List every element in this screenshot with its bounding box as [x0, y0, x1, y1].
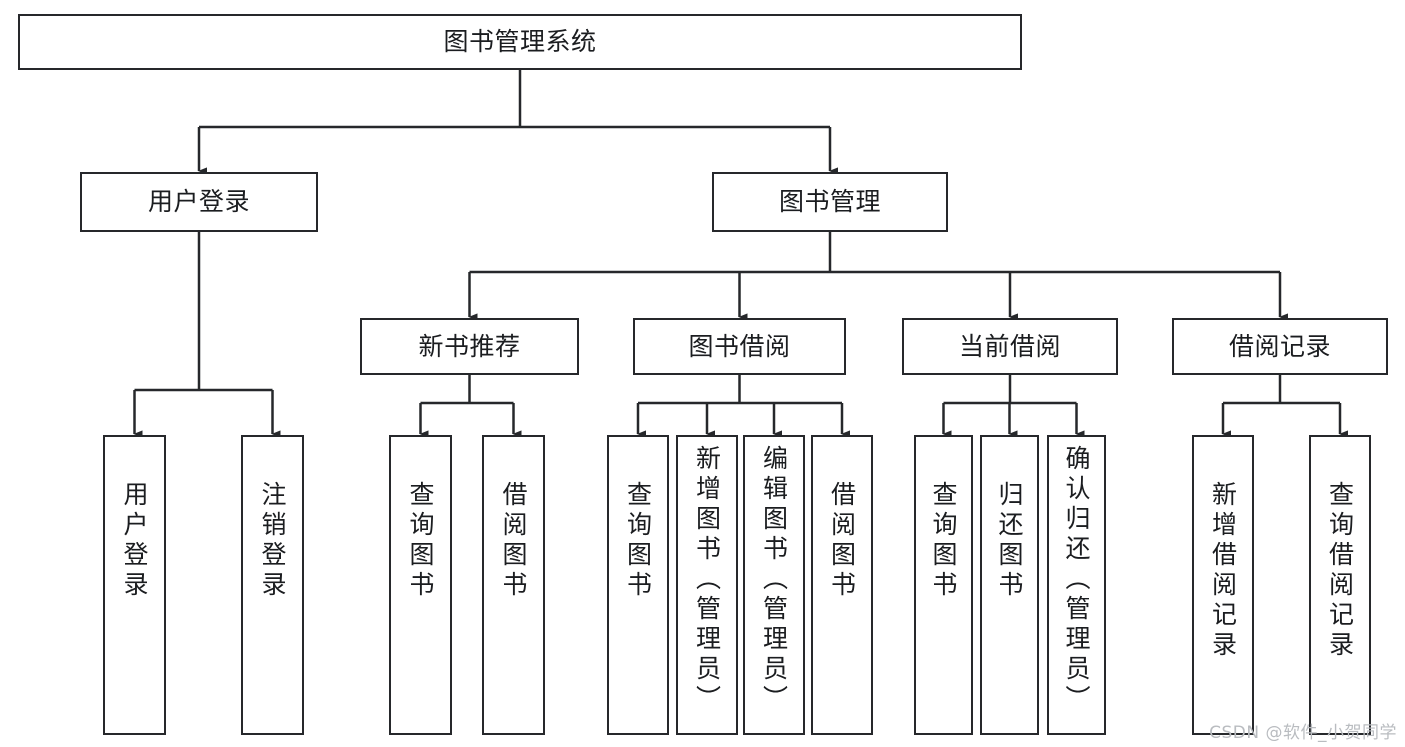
node-label: 新增图书（管理员） [692, 445, 722, 715]
node-leaf-return-book[interactable]: 归还图书 [980, 435, 1039, 735]
node-leaf-query-book-2[interactable]: 查询图书 [607, 435, 669, 735]
node-current-borrow[interactable]: 当前借阅 [902, 318, 1118, 375]
node-label: 查询图书 [406, 481, 435, 601]
edge-paths [133, 70, 1348, 438]
node-book-manage[interactable]: 图书管理 [712, 172, 948, 232]
node-label: 图书管理系统 [443, 27, 597, 56]
node-leaf-borrow-book-1[interactable]: 借阅图书 [482, 435, 545, 735]
node-leaf-add-book[interactable]: 新增图书（管理员） [676, 435, 738, 735]
node-new-book-rec[interactable]: 新书推荐 [360, 318, 579, 375]
node-label: 用户登录 [120, 481, 149, 601]
node-leaf-query-record[interactable]: 查询借阅记录 [1309, 435, 1371, 735]
node-leaf-edit-book[interactable]: 编辑图书（管理员） [743, 435, 805, 735]
node-borrow-record[interactable]: 借阅记录 [1172, 318, 1388, 375]
watermark-text: CSDN @软件_小贺同学 [1209, 723, 1397, 743]
node-book-borrow[interactable]: 图书借阅 [633, 318, 846, 375]
node-leaf-user-logout[interactable]: 注销登录 [241, 435, 304, 735]
node-label: 查询图书 [623, 481, 653, 601]
node-leaf-user-login[interactable]: 用户登录 [103, 435, 166, 735]
node-label: 用户登录 [147, 187, 250, 216]
node-label: 编辑图书（管理员） [759, 445, 789, 715]
node-label: 借阅记录 [1228, 331, 1331, 361]
node-label: 确认归还（管理员） [1062, 445, 1091, 715]
node-label: 图书管理 [778, 187, 881, 216]
node-label: 注销登录 [258, 481, 287, 601]
node-label: 借阅图书 [827, 481, 857, 601]
node-leaf-confirm-return[interactable]: 确认归还（管理员） [1047, 435, 1106, 735]
node-leaf-borrow-book-2[interactable]: 借阅图书 [811, 435, 873, 735]
node-label: 归还图书 [995, 481, 1024, 601]
node-label: 当前借阅 [958, 331, 1061, 361]
node-label: 查询图书 [929, 481, 958, 601]
node-label: 查询借阅记录 [1325, 481, 1355, 661]
node-leaf-query-book-1[interactable]: 查询图书 [389, 435, 452, 735]
node-leaf-add-record[interactable]: 新增借阅记录 [1192, 435, 1254, 735]
node-label: 新增借阅记录 [1208, 481, 1238, 661]
node-label: 新书推荐 [418, 331, 521, 361]
node-root[interactable]: 图书管理系统 [18, 14, 1022, 70]
node-leaf-query-book-3[interactable]: 查询图书 [914, 435, 973, 735]
node-label: 图书借阅 [688, 331, 791, 361]
node-label: 借阅图书 [499, 481, 528, 601]
node-user-login[interactable]: 用户登录 [80, 172, 318, 232]
